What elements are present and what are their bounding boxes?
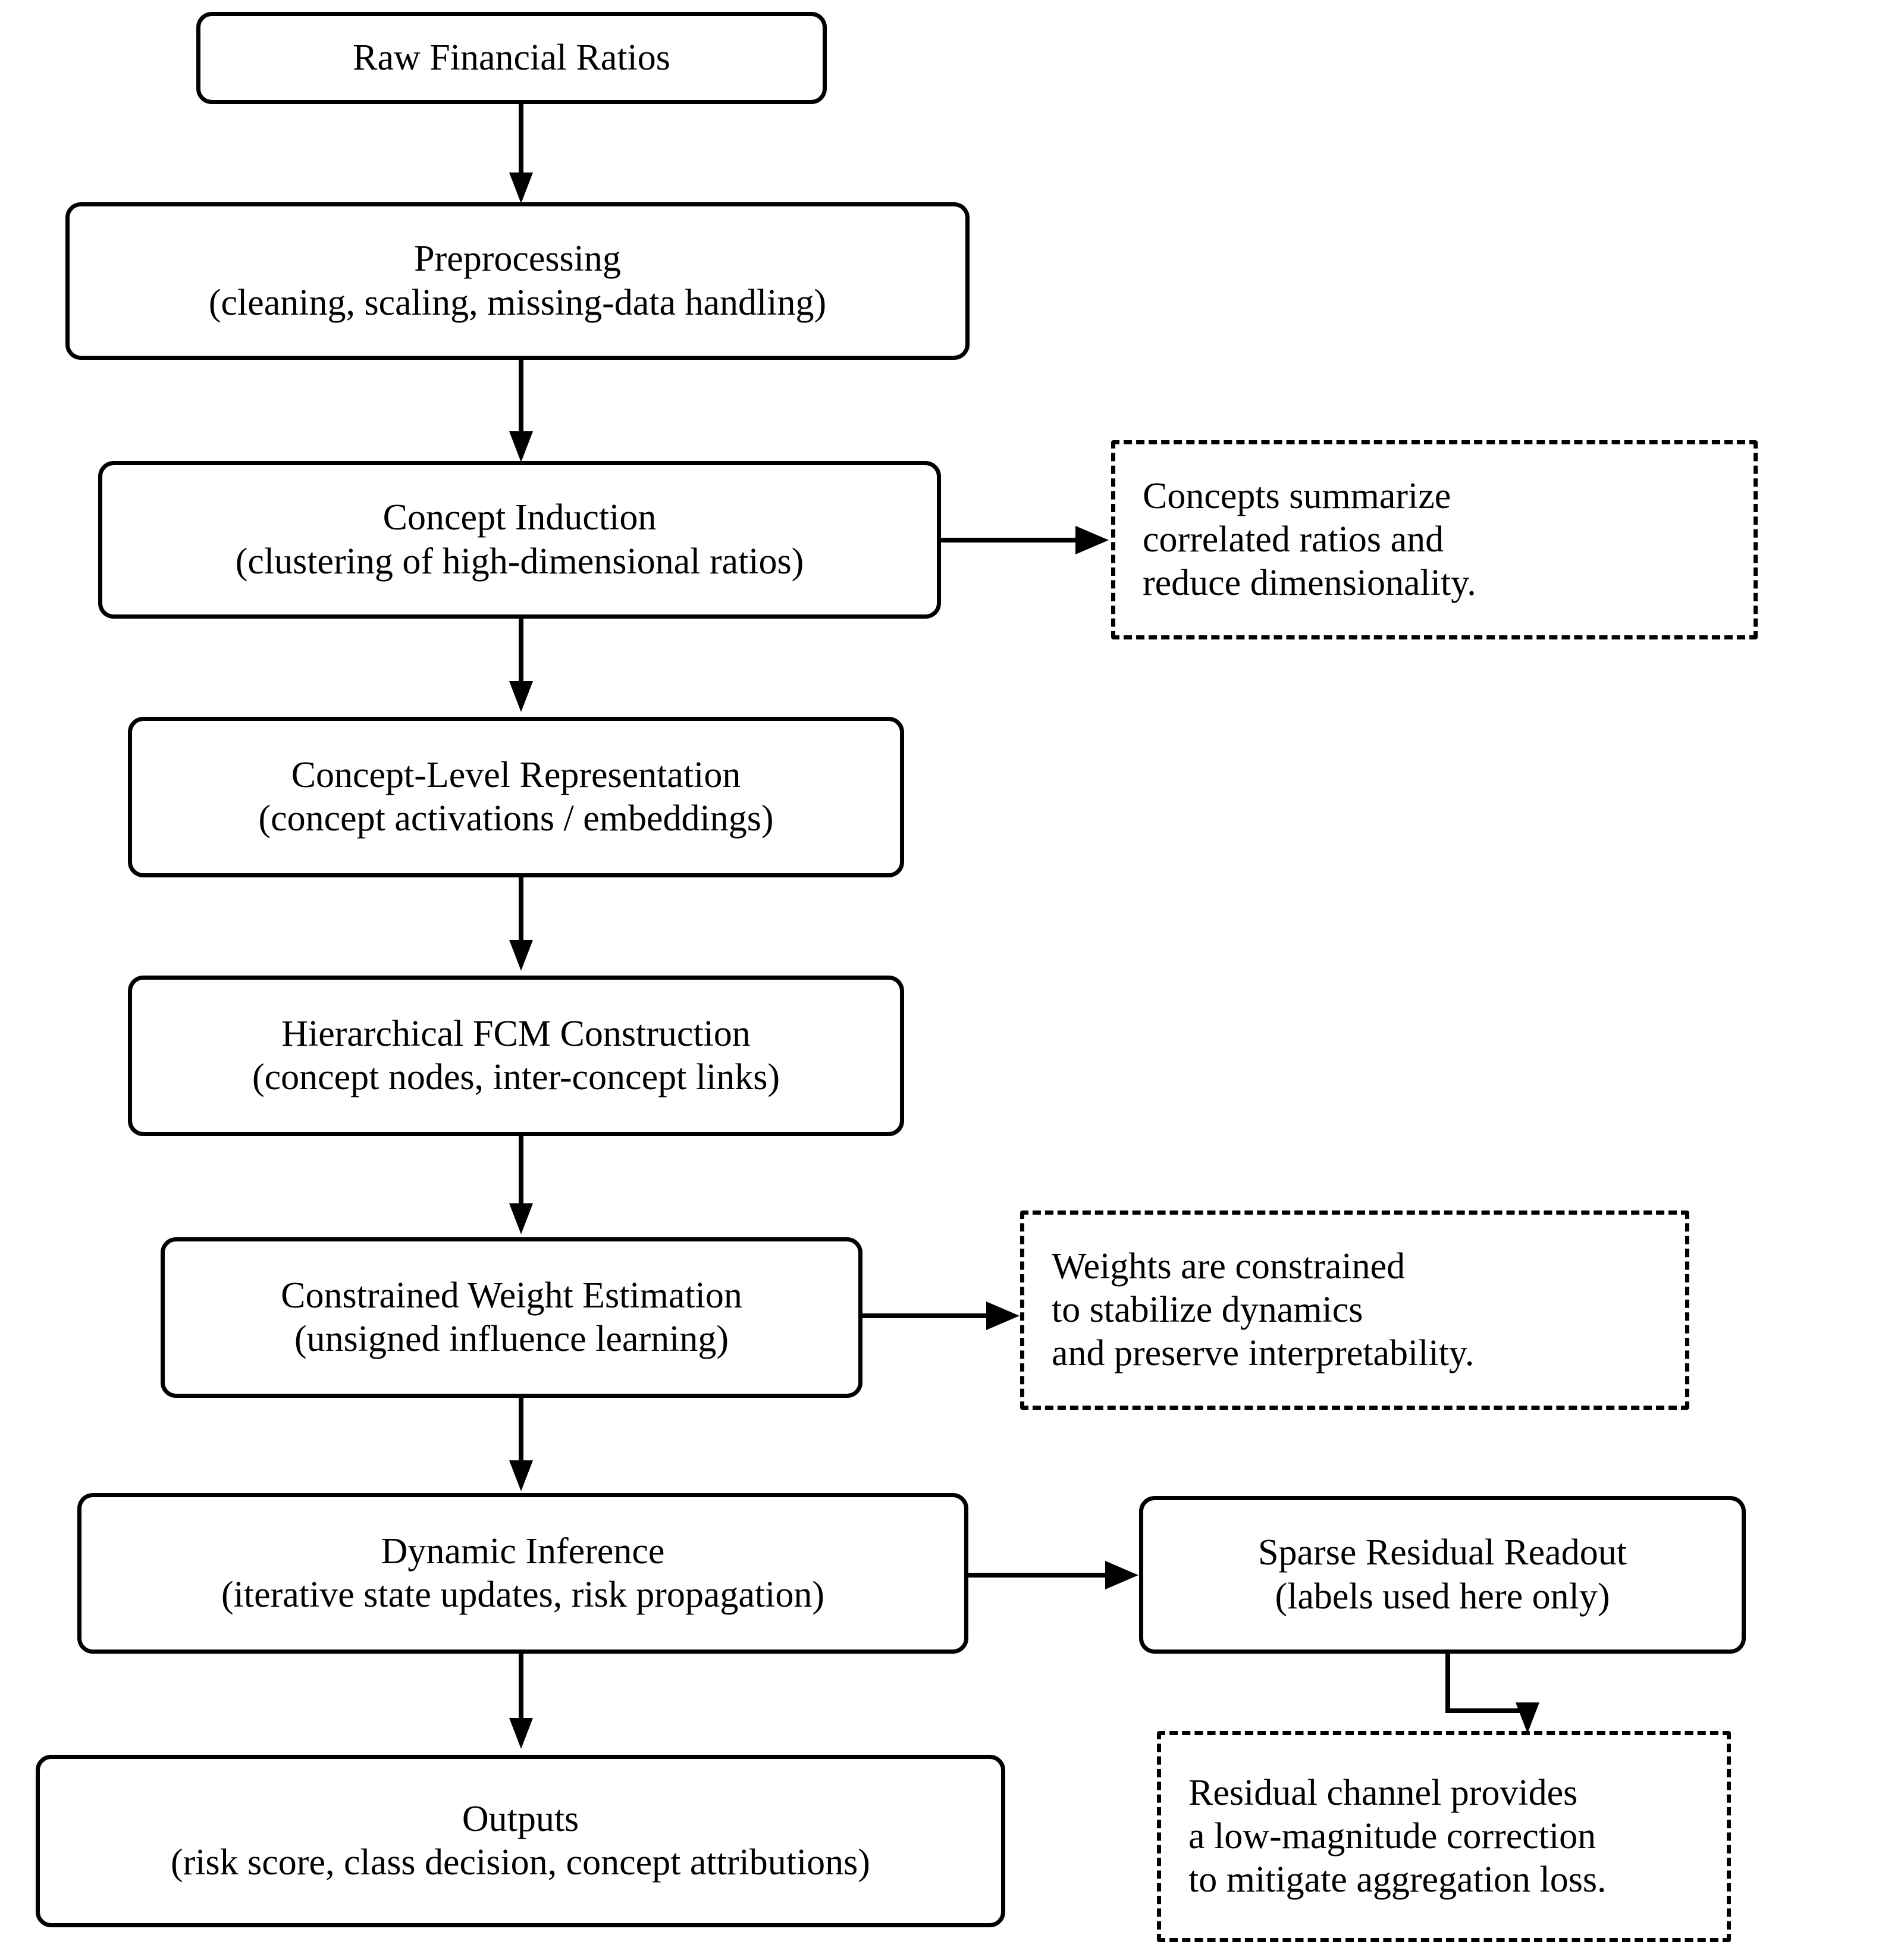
node-title: Concept-Level Representation (291, 754, 741, 795)
note-line-2: a low-magnitude correction (1188, 1815, 1596, 1856)
note-line-3: and preserve interpretability. (1052, 1333, 1475, 1374)
edge-induction-to-representation-arrowhead (509, 681, 533, 712)
note-line-2: to stabilize dynamics (1052, 1289, 1363, 1330)
edge-induction-to-note-line (941, 538, 1078, 542)
edge-raw-to-preprocessing-arrowhead (509, 173, 533, 203)
edge-raw-to-preprocessing-line (519, 104, 523, 177)
edge-weights-to-note-line (862, 1313, 989, 1318)
edge-readout-to-note-arrowhead (1516, 1702, 1539, 1733)
node-title: Raw Financial Ratios (353, 37, 670, 78)
node-title: Preprocessing (414, 239, 621, 280)
node-title: Sparse Residual Readout (1258, 1532, 1627, 1573)
edge-induction-to-representation-line (519, 619, 523, 684)
node-subtitle: (risk score, class decision, concept att… (171, 1842, 870, 1883)
node-constrained-weight-estimation[interactable]: Constrained Weight Estimation (unsigned … (161, 1237, 862, 1398)
node-title: Outputs (462, 1798, 579, 1839)
note-line-3: reduce dimensionality. (1143, 563, 1476, 604)
edge-representation-to-fcm-arrowhead (509, 940, 533, 971)
edge-weights-to-note-arrowhead (986, 1302, 1020, 1330)
edge-preprocessing-to-induction-arrowhead (509, 431, 533, 462)
node-dynamic-inference[interactable]: Dynamic Inference (iterative state updat… (77, 1493, 968, 1654)
node-title: Concept Induction (382, 497, 657, 538)
edge-inference-to-outputs-arrowhead (509, 1718, 533, 1749)
node-outputs[interactable]: Outputs (risk score, class decision, con… (36, 1755, 1005, 1927)
note-line-3: to mitigate aggregation loss. (1188, 1859, 1607, 1901)
note-line-1: Concepts summarize (1143, 475, 1451, 516)
node-subtitle: (cleaning, scaling, missing-data handlin… (208, 282, 827, 323)
node-raw-financial-ratios[interactable]: Raw Financial Ratios (196, 12, 827, 104)
node-subtitle: (iterative state updates, risk propagati… (221, 1575, 825, 1615)
edge-weights-to-inference-arrowhead (509, 1460, 533, 1491)
node-subtitle: (concept activations / embeddings) (258, 798, 774, 839)
edge-inference-to-readout-arrowhead (1105, 1561, 1138, 1589)
edge-fcm-to-weights-line (519, 1136, 523, 1206)
edge-readout-to-note-vertical (1445, 1654, 1450, 1713)
edge-representation-to-fcm-line (519, 877, 523, 943)
note-residual-channel: Residual channel provides a low-magnitud… (1157, 1731, 1731, 1942)
node-sparse-residual-readout[interactable]: Sparse Residual Readout (labels used her… (1139, 1496, 1746, 1654)
note-line-1: Weights are constrained (1052, 1246, 1406, 1287)
note-concepts-summarize: Concepts summarize correlated ratios and… (1111, 440, 1758, 639)
edge-inference-to-outputs-line (519, 1654, 523, 1722)
node-concept-level-representation[interactable]: Concept-Level Representation (concept ac… (128, 717, 904, 877)
node-hierarchical-fcm-construction[interactable]: Hierarchical FCM Construction (concept n… (128, 976, 904, 1136)
edge-preprocessing-to-induction-line (519, 360, 523, 436)
note-line-1: Residual channel provides (1188, 1772, 1578, 1813)
node-preprocessing[interactable]: Preprocessing (cleaning, scaling, missin… (65, 202, 970, 360)
edge-weights-to-inference-line (519, 1398, 523, 1463)
edge-inference-to-readout-line (968, 1573, 1106, 1578)
node-title: Constrained Weight Estimation (281, 1275, 742, 1316)
node-subtitle: (concept nodes, inter-concept links) (252, 1057, 780, 1097)
note-line-2: correlated ratios and (1143, 519, 1444, 560)
edge-fcm-to-weights-arrowhead (509, 1203, 533, 1234)
node-concept-induction[interactable]: Concept Induction (clustering of high-di… (98, 461, 941, 619)
node-subtitle: (unsigned influence learning) (294, 1319, 729, 1359)
edge-readout-to-note-horizontal (1445, 1708, 1532, 1713)
node-subtitle: (clustering of high-dimensional ratios) (235, 541, 804, 582)
edge-induction-to-note-arrowhead (1075, 526, 1109, 554)
note-weights-constrained: Weights are constrained to stabilize dyn… (1020, 1211, 1689, 1410)
node-subtitle: (labels used here only) (1275, 1576, 1610, 1617)
node-title: Hierarchical FCM Construction (281, 1013, 751, 1054)
node-title: Dynamic Inference (381, 1531, 665, 1572)
